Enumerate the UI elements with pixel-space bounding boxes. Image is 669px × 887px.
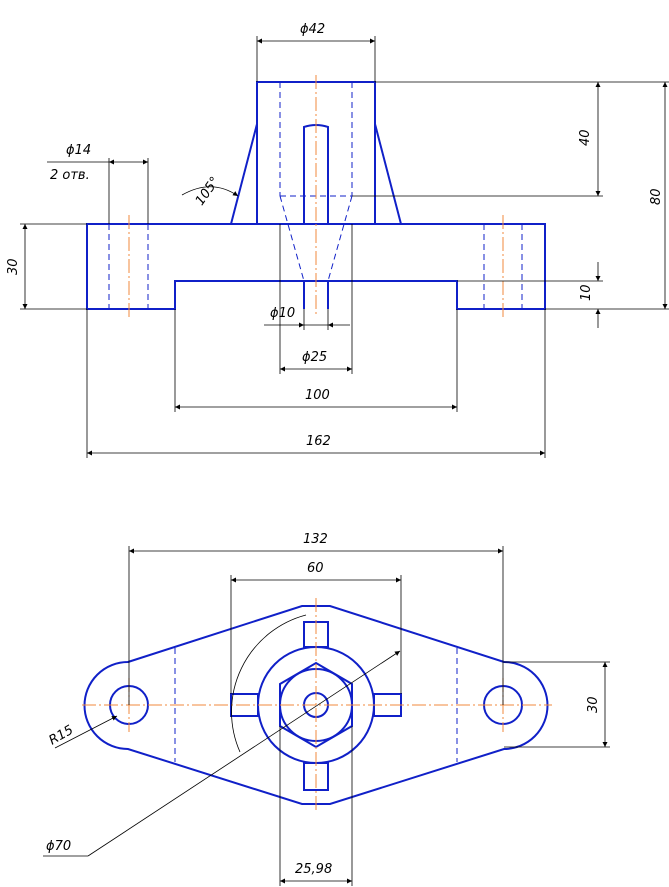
label-phi25: ϕ25 [302,350,327,365]
center-lines-front [128,75,504,318]
top-view: 132 60 30 R15 ϕ70 25,98 [43,532,610,886]
hidden-lines-top [174,648,458,762]
label-25-98: 25,98 [295,862,332,877]
label-angle-105: 105° [193,174,223,208]
label-100: 100 [305,388,330,403]
front-dimensions [20,36,669,458]
left-rib [230,123,258,225]
label-phi70: ϕ70 [46,839,71,854]
label-132: 132 [303,532,328,547]
label-80: 80 [649,188,664,205]
label-10: 10 [579,284,594,301]
label-phi42: ϕ42 [300,22,325,37]
label-60: 60 [307,561,324,576]
label-holes: 2 отв. [50,168,90,183]
top-dimensions [43,546,610,886]
label-phi10: ϕ10 [270,306,295,321]
label-phi14: ϕ14 [66,143,91,158]
label-30-front: 30 [6,258,21,275]
label-40: 40 [578,129,593,146]
front-view: ϕ42 ϕ14 2 отв. 105° 40 80 30 10 ϕ10 ϕ25 … [6,22,669,458]
bore-bottom [303,281,329,309]
label-30-top: 30 [586,696,601,713]
label-162: 162 [306,434,331,449]
flange-outline [83,605,549,805]
right-rib [374,123,402,225]
center-lines-top [82,598,552,812]
